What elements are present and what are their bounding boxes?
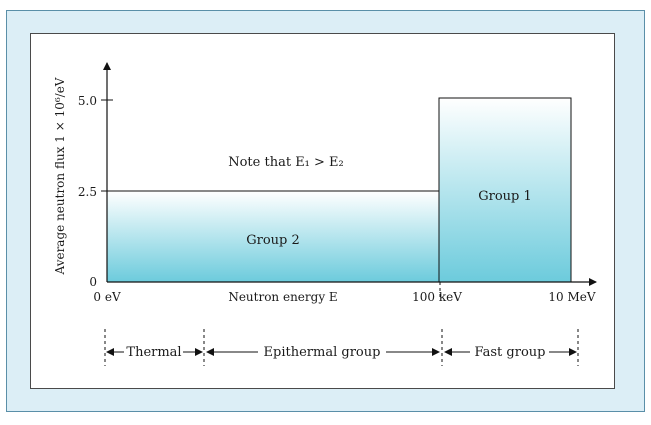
bar-group-2 (107, 191, 439, 282)
x-tick-label-10mev: 10 MeV (548, 290, 595, 304)
y-tick-label-2-5: 2.5 (78, 185, 97, 199)
range-label-epithermal: Epithermal group (264, 345, 381, 360)
y-tick-label-5: 5.0 (78, 94, 97, 108)
x-tick-label-0ev: 0 eV (93, 290, 121, 304)
bar-group-1 (438, 97, 572, 283)
range-label-fast: Fast group (475, 345, 546, 360)
y-tick-label-0: 0 (89, 275, 97, 289)
range-label-thermal: Thermal (126, 345, 181, 360)
y-axis-label: Average neutron flux 1 × 10⁶/eV (53, 77, 67, 275)
group-1-label: Group 1 (478, 189, 532, 204)
x-tick-label-100kev: 100 keV (412, 290, 462, 304)
group-2-label: Group 2 (246, 233, 300, 248)
annotation-note: Note that E₁ > E₂ (228, 155, 344, 170)
x-axis-label: Neutron energy E (228, 290, 337, 304)
